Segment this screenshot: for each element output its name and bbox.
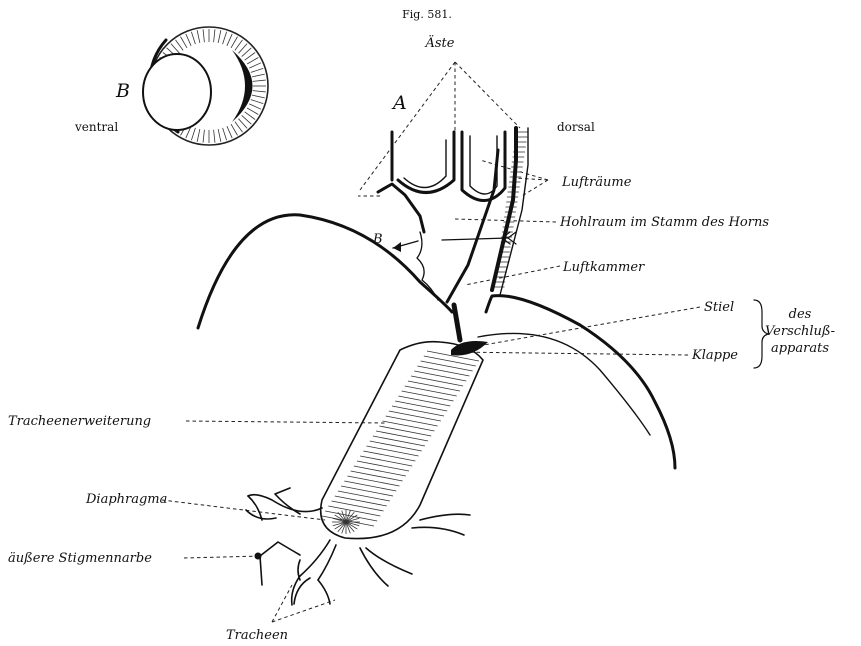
label-tracheen: Tracheen: [226, 628, 288, 643]
label-aeste: Äste: [425, 34, 455, 51]
label-luftkammer: Luftkammer: [562, 260, 645, 275]
tracheae-network: [246, 488, 470, 605]
label-apparat-1: des: [789, 307, 812, 322]
label-A: A: [391, 92, 407, 114]
label-dorsal: dorsal: [557, 120, 595, 134]
label-apparat-3: apparats: [771, 341, 829, 356]
label-stigmennarbe: äußere Stigmennarbe: [8, 551, 152, 566]
label-apparat-2: Verschluß-: [765, 324, 835, 339]
label-B: B: [115, 80, 130, 102]
stigma-scar: [255, 553, 262, 560]
label-ventral: ventral: [74, 120, 118, 134]
label-tracheenerweiterung: Tracheenerweiterung: [8, 414, 151, 429]
tracheal-enlargement: [321, 342, 483, 539]
label-luftraeume: Lufträume: [561, 175, 632, 190]
label-klappe: Klappe: [691, 348, 738, 363]
label-diaphragma: Diaphragma: [85, 492, 167, 507]
cross-section-B: [143, 27, 268, 145]
label-hohlraum: Hohlraum im Stamm des Horns: [559, 215, 769, 230]
label-stiel: Stiel: [704, 300, 734, 315]
figure-caption: Fig. 581.: [402, 8, 452, 21]
